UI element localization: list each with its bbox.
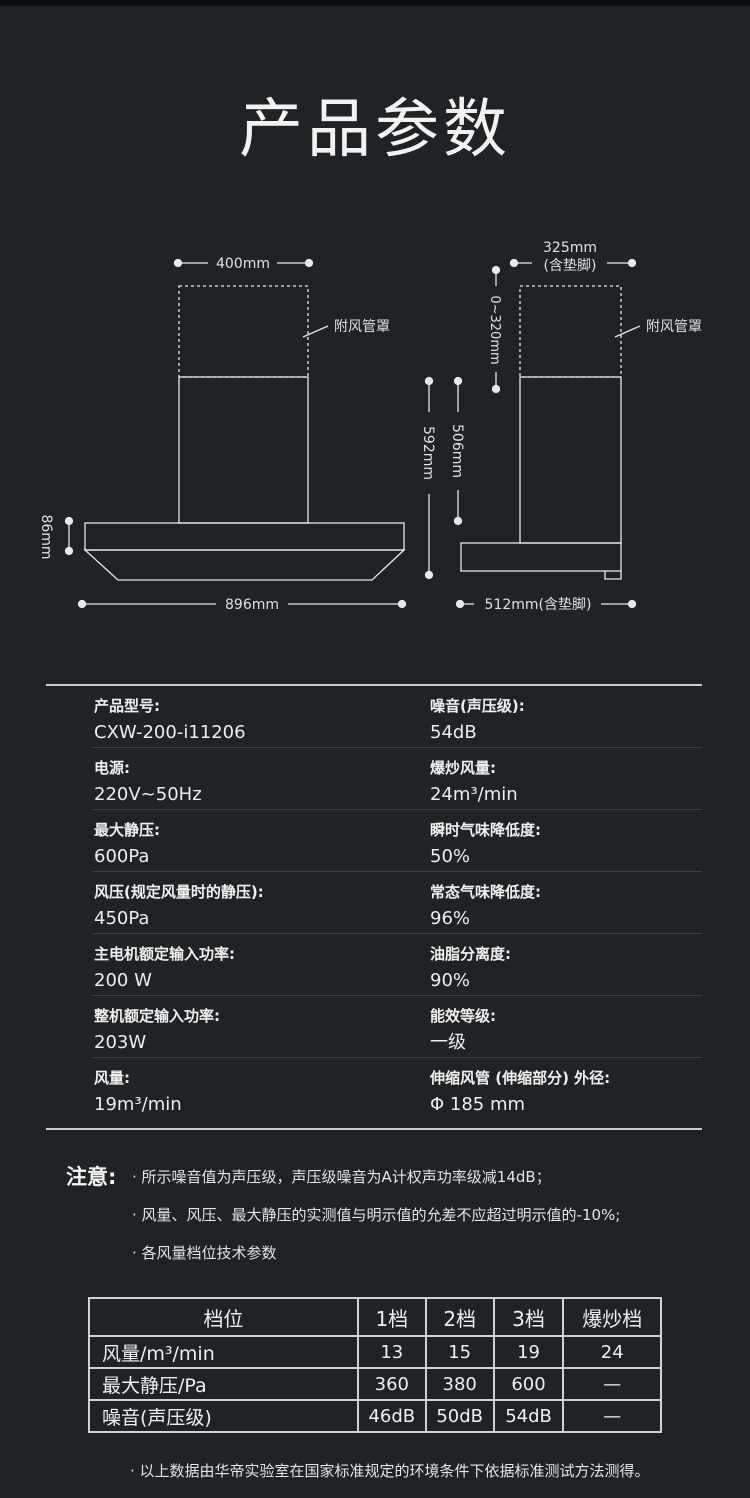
- spec-label: 爆炒风量:: [430, 759, 496, 777]
- spec-label: 风量:: [94, 1069, 130, 1087]
- spec-value: 24m³/min: [430, 784, 518, 805]
- gear-cell: 46dB: [356, 1399, 427, 1433]
- spec-value: 50%: [430, 846, 471, 867]
- spec-value: 一级: [430, 1032, 466, 1053]
- spec-label: 电源:: [94, 759, 130, 777]
- front-hood-top: [84, 522, 405, 551]
- top-bar: [0, 0, 750, 6]
- side-depth-label: 512mm(含垫脚): [485, 597, 592, 613]
- gear-cell: 13: [356, 1335, 427, 1369]
- gear-row: 风量/m³/min 13 15 19 24: [88, 1335, 662, 1369]
- spec-value: 90%: [430, 970, 471, 991]
- gear-table: 档位 1档 2档 3档 爆炒档 风量/m³/min 13 15 19 24 最大…: [88, 1297, 662, 1433]
- gear-row: 最大静压/Pa 360 380 600 —: [88, 1367, 662, 1401]
- spec-row: 电源: 220V~50Hz 爆炒风量: 24m³/min: [46, 748, 702, 810]
- spec-row: 产品型号: CXW-200-i11206 噪音(声压级): 54dB: [46, 686, 702, 748]
- gear-header: 爆炒档: [562, 1297, 662, 1337]
- spec-label: 能效等级:: [430, 1007, 496, 1025]
- spec-label: 风压(规定风量时的静压):: [94, 883, 264, 901]
- front-width-total-label: 896mm: [225, 597, 279, 613]
- gear-cell: 54dB: [492, 1399, 565, 1433]
- dimension-diagram: 400mm 附风管罩 896mm 86mm 592mm 506mm 0~320m…: [38, 240, 702, 613]
- gear-row-label: 最大静压/Pa: [88, 1367, 359, 1401]
- gear-cell: —: [562, 1399, 662, 1433]
- gear-cell: 15: [424, 1335, 495, 1369]
- page-title: 产品参数: [239, 93, 511, 167]
- spec-value: 600Pa: [94, 846, 150, 867]
- note-item: · 所示噪音值为声压级，声压级噪音为A计权声功率级减14dB；: [132, 1168, 551, 1186]
- spec-value: 450Pa: [94, 908, 150, 929]
- side-chimney: [519, 376, 622, 544]
- note-item: · 风量、风压、最大静压的实测值与明示值的允差不应超过明示值的-10%;: [132, 1206, 621, 1224]
- side-height-506-label: 506mm: [449, 424, 465, 478]
- gear-header: 3档: [492, 1297, 565, 1337]
- gear-cell: 600: [492, 1367, 565, 1401]
- spec-row: 风量: 19m³/min 伸缩风管 (伸缩部分) 外径: Φ 185 mm: [46, 1058, 702, 1120]
- spec-row: 整机额定输入功率: 203W 能效等级: 一级: [46, 996, 702, 1058]
- front-chimney: [178, 376, 309, 524]
- side-height-592-label: 592mm: [420, 426, 436, 480]
- spec-row: 最大静压: 600Pa 瞬时气味降低度: 50%: [46, 810, 702, 872]
- gear-header: 2档: [424, 1297, 495, 1337]
- front-hood-bottom: [83, 549, 406, 581]
- spec-value: 200 W: [94, 970, 152, 991]
- gear-header: 1档: [356, 1297, 427, 1337]
- spec-value: 54dB: [430, 722, 477, 743]
- spec-value: 203W: [94, 1032, 147, 1053]
- note-item: · 各风量档位技术参数: [132, 1244, 277, 1262]
- spec-value: 96%: [430, 908, 471, 929]
- side-width-top-label: 325mm: [543, 240, 597, 256]
- spec-label: 瞬时气味降低度:: [430, 821, 541, 839]
- front-duct-cover: [178, 285, 309, 378]
- side-duct-label: 附风管罩: [646, 319, 702, 335]
- spec-label: 油脂分离度:: [430, 945, 511, 963]
- gear-cell: 24: [562, 1335, 662, 1369]
- front-duct-label: 附风管罩: [334, 319, 390, 335]
- spec-label: 噪音(声压级):: [430, 697, 525, 715]
- spec-row: 主电机额定输入功率: 200 W 油脂分离度: 90%: [46, 934, 702, 996]
- spec-value: 220V~50Hz: [94, 784, 202, 805]
- spec-value: CXW-200-i11206: [94, 722, 246, 743]
- side-width-top-note: (含垫脚): [544, 258, 597, 274]
- gear-row-label: 噪音(声压级): [88, 1399, 359, 1433]
- front-height-86-label: 86mm: [38, 514, 54, 559]
- gear-header-row: 档位 1档 2档 3档 爆炒档: [88, 1297, 662, 1337]
- notes-heading: 注意:: [66, 1165, 117, 1189]
- spec-value: 19m³/min: [94, 1094, 182, 1115]
- spec-table: 产品型号: CXW-200-i11206 噪音(声压级): 54dB 电源: 220V…: [46, 684, 702, 1130]
- spec-label: 产品型号:: [94, 697, 160, 715]
- gear-header: 档位: [88, 1297, 359, 1337]
- gear-row: 噪音(声压级) 46dB 50dB 54dB —: [88, 1399, 662, 1433]
- gear-row-label: 风量/m³/min: [88, 1335, 359, 1369]
- gear-cell: —: [562, 1367, 662, 1401]
- spec-value: Φ 185 mm: [430, 1094, 526, 1115]
- gear-cell: 360: [356, 1367, 427, 1401]
- spec-label: 整机额定输入功率:: [94, 1007, 220, 1025]
- spec-label: 伸缩风管 (伸缩部分) 外径:: [430, 1069, 611, 1087]
- side-duct-range-label: 0~320mm: [487, 295, 502, 364]
- footnote: · 以上数据由华帝实验室在国家标准规定的环境条件下依据标准测试方法测得。: [130, 1462, 650, 1480]
- gear-cell: 50dB: [424, 1399, 495, 1433]
- gear-cell: 380: [424, 1367, 495, 1401]
- spec-label: 主电机额定输入功率:: [94, 945, 235, 963]
- spec-label: 常态气味降低度:: [430, 883, 541, 901]
- spec-label: 最大静压:: [94, 821, 160, 839]
- spec-row: 风压(规定风量时的静压): 450Pa 常态气味降低度: 96%: [46, 872, 702, 934]
- side-duct-cover: [519, 285, 622, 378]
- side-hood: [460, 542, 622, 572]
- front-width-top-label: 400mm: [216, 256, 270, 272]
- gear-cell: 19: [492, 1335, 565, 1369]
